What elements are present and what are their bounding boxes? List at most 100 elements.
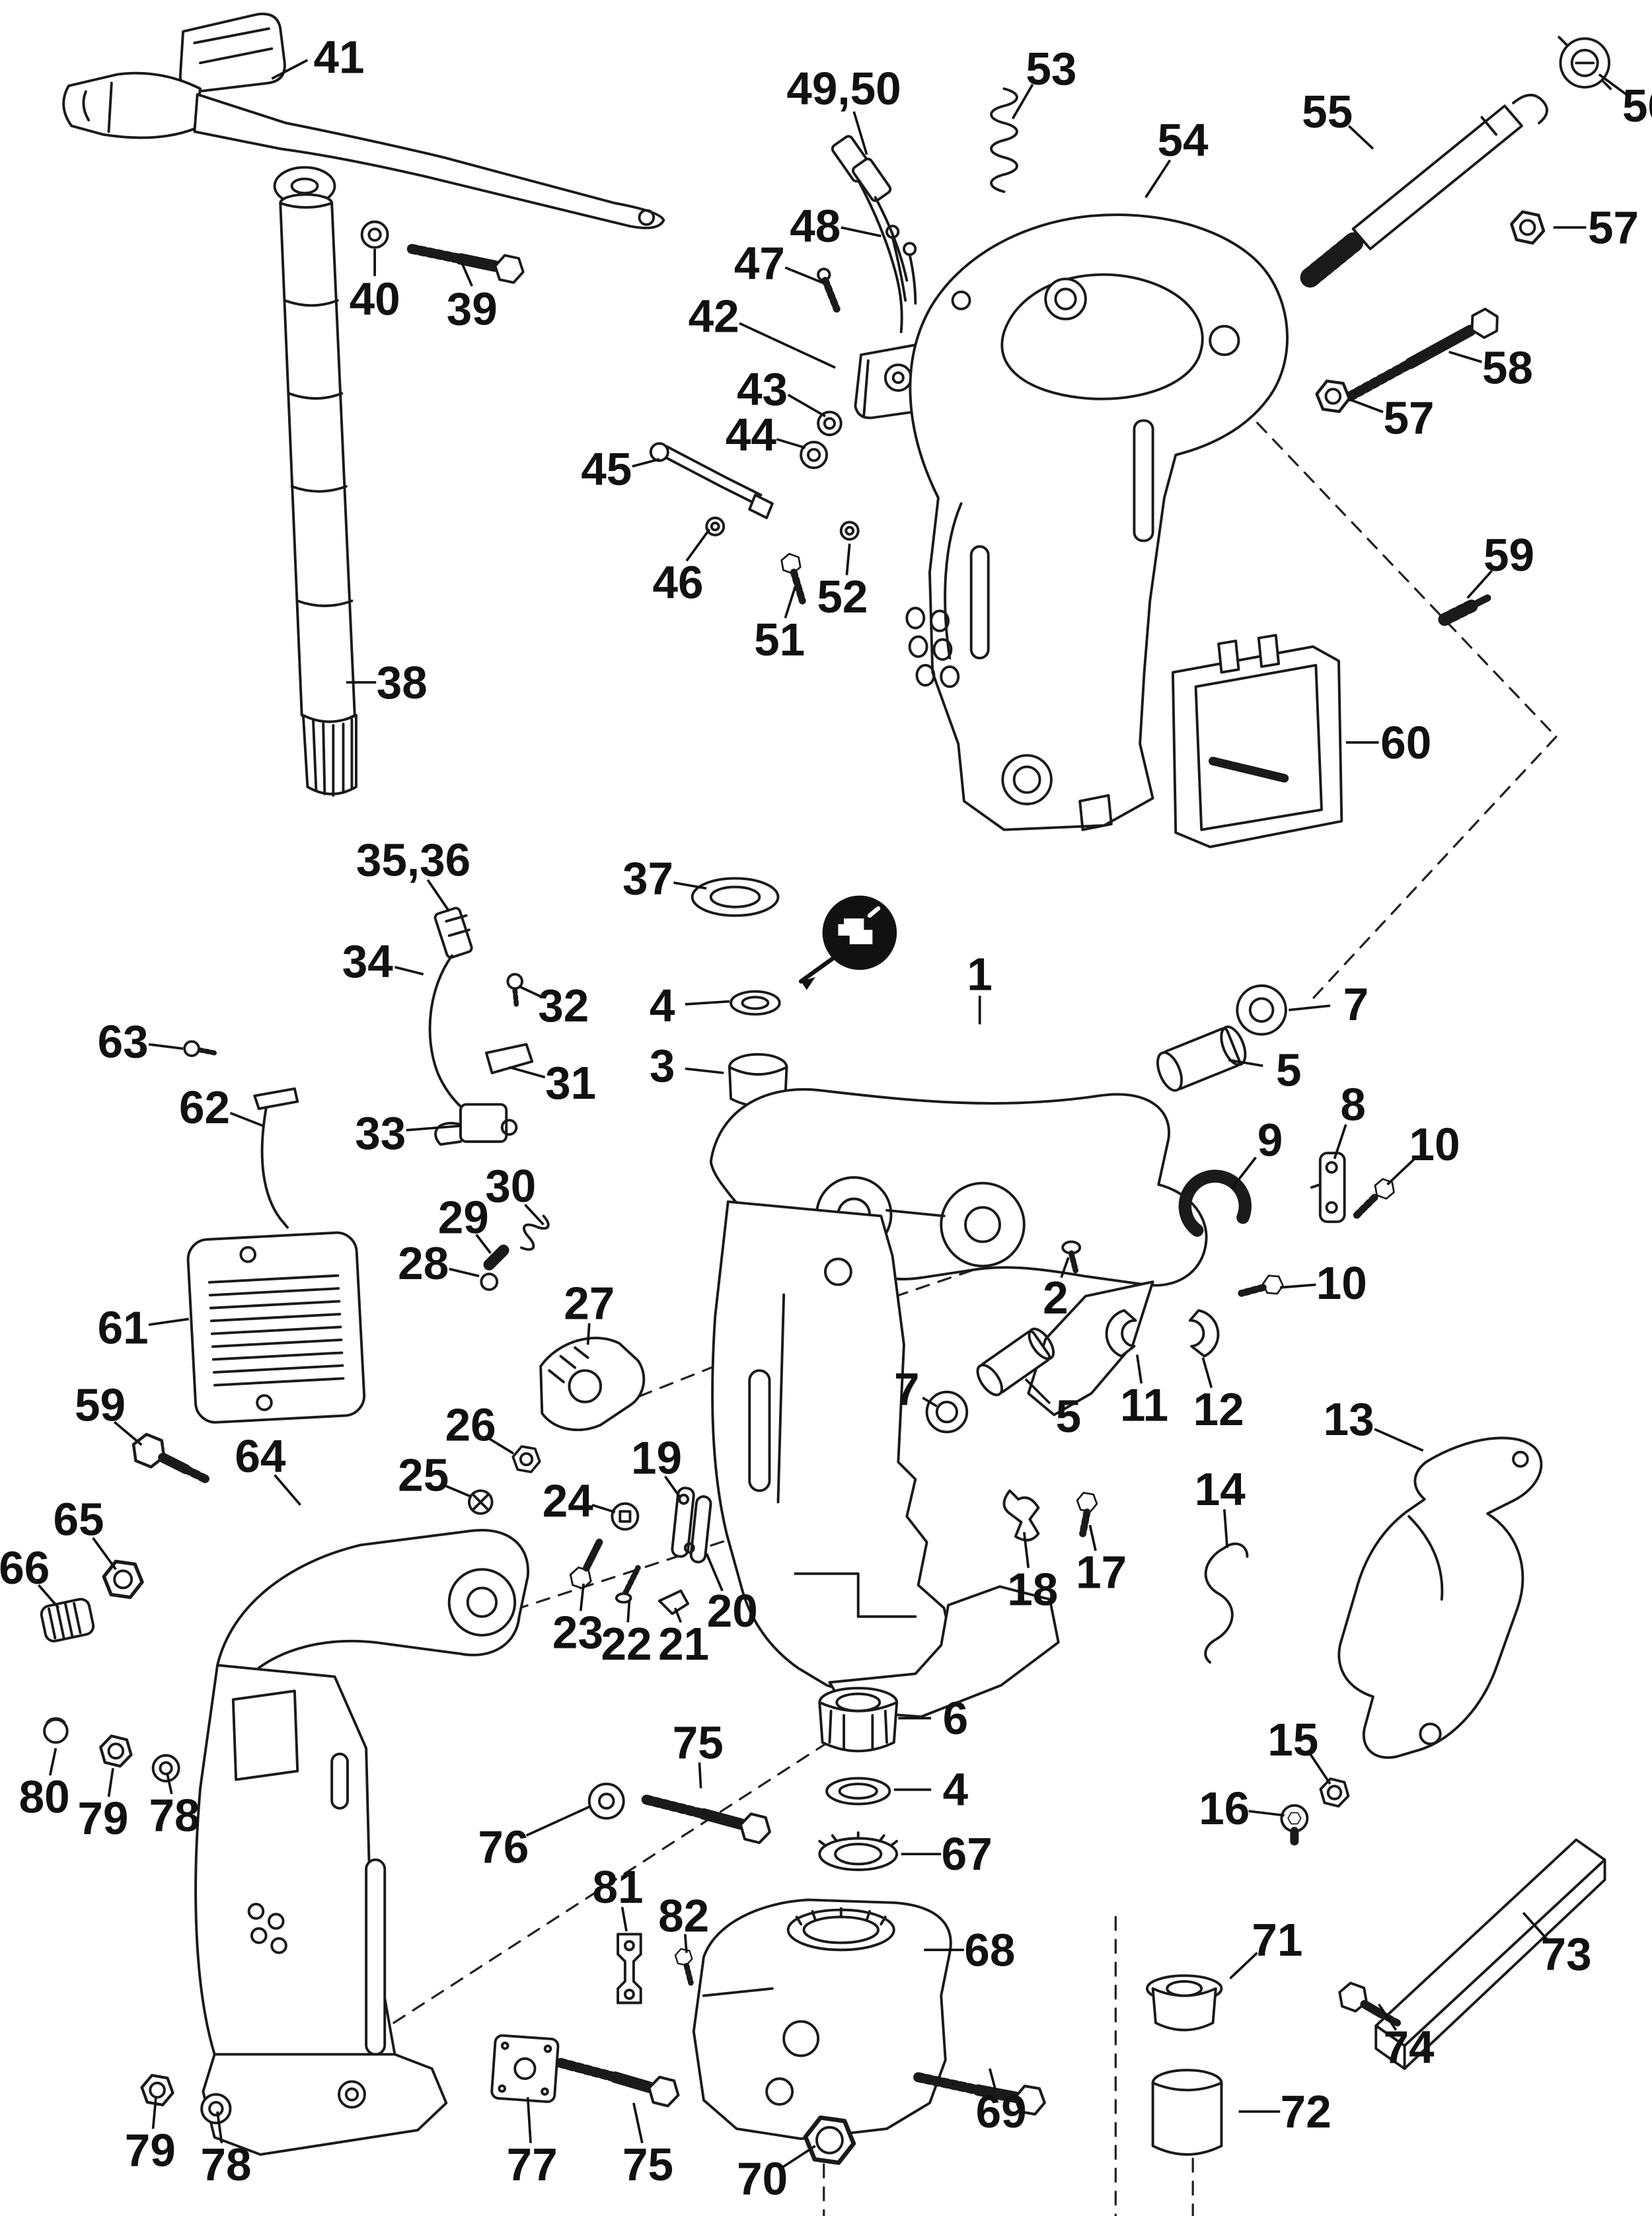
leader-line-56 bbox=[1598, 73, 1628, 96]
callout-63: 63 bbox=[98, 1016, 149, 1067]
leader-line-71 bbox=[1229, 1952, 1258, 1979]
callout-25: 25 bbox=[398, 1449, 449, 1500]
leader-line-15 bbox=[1309, 1753, 1332, 1785]
leader-line-29 bbox=[475, 1234, 492, 1254]
leader-line-73 bbox=[1522, 1911, 1549, 1941]
leader-line-23 bbox=[579, 1583, 585, 1611]
callout-65: 65 bbox=[54, 1494, 104, 1545]
fasteners-15-16-drawing bbox=[1280, 1775, 1353, 1846]
bolt-59-left-drawing bbox=[128, 1431, 211, 1484]
callout-4: 4 bbox=[943, 1764, 969, 1816]
callout-82: 82 bbox=[658, 1890, 709, 1941]
callout-66: 66 bbox=[0, 1542, 50, 1594]
callout-3: 3 bbox=[650, 1040, 675, 1091]
leader-line-78 bbox=[166, 1773, 173, 1794]
callout-70: 70 bbox=[737, 2153, 788, 2205]
callout-17: 17 bbox=[1076, 1547, 1127, 1598]
callout-42: 42 bbox=[689, 291, 739, 342]
callout-19: 19 bbox=[631, 1432, 682, 1483]
leader-line-61 bbox=[148, 1317, 189, 1326]
steering-link-parts-drawing bbox=[183, 906, 534, 1229]
lower-mount-drawing bbox=[139, 1687, 1047, 2164]
leader-line-8 bbox=[1333, 1124, 1347, 1160]
callout-2: 2 bbox=[1043, 1272, 1069, 1323]
leader-line-55 bbox=[1347, 125, 1374, 150]
leader-line-26 bbox=[487, 1436, 515, 1455]
callout-layer: 4139403849,50484742434445465152535455565… bbox=[0, 32, 1652, 2205]
leader-line-34 bbox=[394, 965, 424, 976]
callout-29: 29 bbox=[438, 1192, 489, 1243]
leader-line-11 bbox=[1135, 1354, 1143, 1384]
callout-64: 64 bbox=[235, 1430, 286, 1482]
leader-line-66 bbox=[38, 1584, 60, 1609]
callout-51: 51 bbox=[754, 614, 805, 665]
tilt-tube-drawing bbox=[1300, 36, 1612, 626]
callout-58: 58 bbox=[1482, 342, 1533, 393]
leader-line-17 bbox=[1088, 1524, 1097, 1551]
leader-line-10 bbox=[1386, 1158, 1415, 1186]
anode-bracket-drawing bbox=[1171, 634, 1343, 848]
callout-20: 20 bbox=[707, 1585, 758, 1637]
leader-line-54 bbox=[1145, 159, 1172, 198]
leader-line-44 bbox=[776, 437, 806, 449]
leader-line-21 bbox=[673, 1607, 683, 1623]
lubrication-icon bbox=[798, 895, 897, 990]
leader-line-9 bbox=[1230, 1156, 1257, 1190]
callout-79: 79 bbox=[125, 2124, 176, 2176]
callout-76: 76 bbox=[478, 1821, 529, 1872]
leader-line-14 bbox=[1222, 1509, 1228, 1548]
leader-line-51 bbox=[784, 586, 797, 618]
callout-12: 12 bbox=[1193, 1384, 1244, 1435]
callout-15: 15 bbox=[1267, 1714, 1318, 1765]
callout-24: 24 bbox=[543, 1475, 594, 1526]
callout-73: 73 bbox=[1541, 1929, 1592, 1980]
spring-53-drawing bbox=[990, 87, 1018, 194]
leader-line-64 bbox=[274, 1474, 301, 1506]
callout-1: 1 bbox=[967, 949, 993, 1000]
callout-54: 54 bbox=[1158, 114, 1209, 166]
callout-59: 59 bbox=[75, 1379, 126, 1430]
callout-9: 9 bbox=[1258, 1115, 1283, 1166]
swivel-bracket-drawing bbox=[905, 213, 1289, 831]
leader-line-82 bbox=[683, 1934, 688, 1953]
leader-line-39 bbox=[461, 262, 473, 287]
swivel-housing-drawing bbox=[709, 984, 1398, 1718]
callout-32: 32 bbox=[538, 980, 589, 1031]
leader-line-77 bbox=[526, 2097, 532, 2143]
callout-4: 4 bbox=[650, 980, 675, 1031]
callout-41: 41 bbox=[313, 32, 364, 83]
callout-5: 5 bbox=[1056, 1391, 1082, 1442]
leader-line-70 bbox=[781, 2145, 816, 2168]
leader-line-63 bbox=[148, 1043, 184, 1050]
callout-22: 22 bbox=[601, 1618, 652, 1670]
callout-52: 52 bbox=[817, 571, 868, 622]
callout-43: 43 bbox=[737, 363, 788, 415]
callout-75: 75 bbox=[673, 1717, 724, 1768]
callout-68: 68 bbox=[964, 1924, 1015, 1976]
leader-line-78 bbox=[216, 2111, 223, 2143]
callout-34: 34 bbox=[342, 936, 394, 987]
leader-line-43 bbox=[787, 394, 826, 418]
leader-line-10 bbox=[1280, 1283, 1316, 1289]
callout-31: 31 bbox=[545, 1057, 596, 1109]
callout-62: 62 bbox=[179, 1082, 230, 1133]
callout-14: 14 bbox=[1195, 1463, 1246, 1515]
leader-line-41 bbox=[271, 59, 309, 80]
callout-71: 71 bbox=[1252, 1914, 1302, 1966]
leader-line-30 bbox=[524, 1203, 544, 1226]
leader-line-57 bbox=[1348, 398, 1384, 414]
callout-13: 13 bbox=[1324, 1393, 1374, 1445]
leader-line-2 bbox=[1060, 1257, 1070, 1278]
leader-line-22 bbox=[626, 1600, 631, 1623]
callout-11: 11 bbox=[1120, 1379, 1168, 1430]
callout-10: 10 bbox=[1409, 1119, 1460, 1170]
callout-80: 80 bbox=[19, 1771, 70, 1823]
callout-74: 74 bbox=[1384, 2021, 1435, 2073]
callout-10: 10 bbox=[1316, 1257, 1367, 1309]
leader-line-12 bbox=[1201, 1357, 1213, 1388]
leader-line-7 bbox=[1289, 1004, 1331, 1012]
leader-line-4 bbox=[685, 1000, 730, 1006]
callout-69: 69 bbox=[976, 2086, 1027, 2137]
